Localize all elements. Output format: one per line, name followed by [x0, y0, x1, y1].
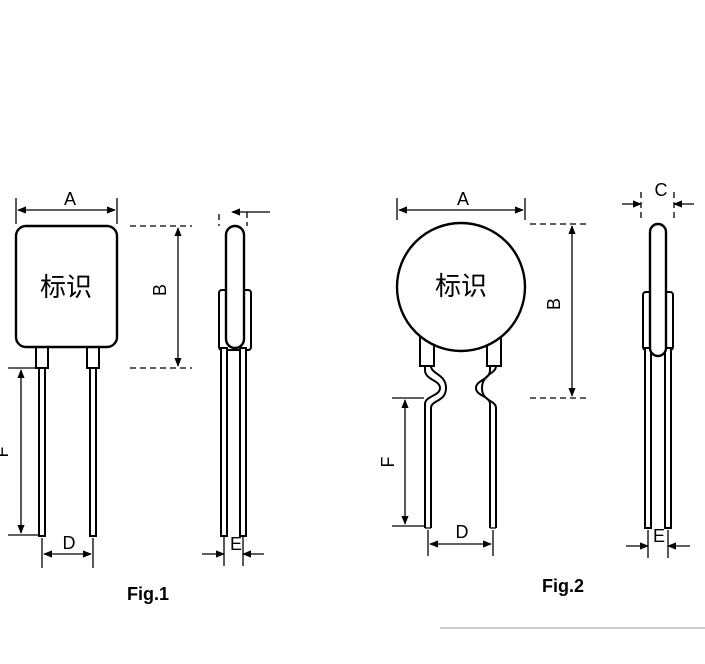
fig1-dim-e: E: [202, 534, 264, 566]
fig1-dim-d: D: [41, 533, 94, 568]
fig2-dim-a: A: [396, 189, 526, 220]
fig1-body-label: 标识: [40, 273, 92, 303]
fig1-dim-a: A: [15, 189, 118, 224]
fig2-side-lead-left: [644, 347, 652, 529]
fig2-side-view: [642, 222, 674, 529]
fig1-dim-f: F: [0, 367, 40, 536]
fig1-caption: Fig.1: [127, 584, 169, 604]
fig2-dim-f: F: [378, 397, 424, 527]
fig2-caption: Fig.2: [542, 576, 584, 596]
fig2-dim-e-label: E: [653, 526, 665, 546]
fig2-dim-d: D: [427, 522, 494, 556]
fig2-dim-c-label: C: [655, 180, 668, 200]
fig1-lead-left: [38, 365, 46, 537]
fig2-lead-left-outer: [424, 338, 442, 528]
fig1-dim-c: [218, 208, 270, 226]
fig1-side-view: [218, 224, 252, 537]
fig1-dim-f-label: F: [0, 447, 12, 458]
fig2-side-lead-right: [664, 347, 672, 529]
fig1-dim-b-label: B: [150, 284, 170, 296]
fig2-dim-d-label: D: [456, 522, 469, 542]
fig1-dim-b: B: [130, 225, 192, 369]
fig2-dim-a-label: A: [457, 189, 469, 209]
fig2-dim-c: C: [622, 180, 694, 222]
fig1-front-view: 标识: [14, 224, 119, 537]
fig1-body: [14, 224, 119, 349]
fig1-dim-a-label: A: [64, 189, 76, 209]
fig1-side-body: [224, 224, 246, 350]
fig2-dim-e: E: [626, 526, 690, 558]
fig2-dim-f-label: F: [378, 457, 398, 468]
fig1-dim-e-label: E: [230, 534, 242, 554]
fig2-body-label: 标识: [435, 272, 487, 302]
fig1-side-lead-left: [220, 347, 228, 537]
fig2-body: [395, 221, 527, 353]
fig2-lead-right-inner: [480, 338, 497, 528]
fig1-dim-d-label: D: [63, 533, 76, 553]
fig2-lead-left-inner: [430, 338, 448, 528]
fig1-side-lead-right: [239, 347, 247, 537]
fig2-front-view: 标识: [395, 221, 527, 529]
fig2-side-body: [648, 222, 668, 358]
fig1-lead-right: [89, 365, 97, 537]
fig2-dim-b: B: [530, 223, 588, 399]
fig2-dim-b-label: B: [544, 298, 564, 310]
